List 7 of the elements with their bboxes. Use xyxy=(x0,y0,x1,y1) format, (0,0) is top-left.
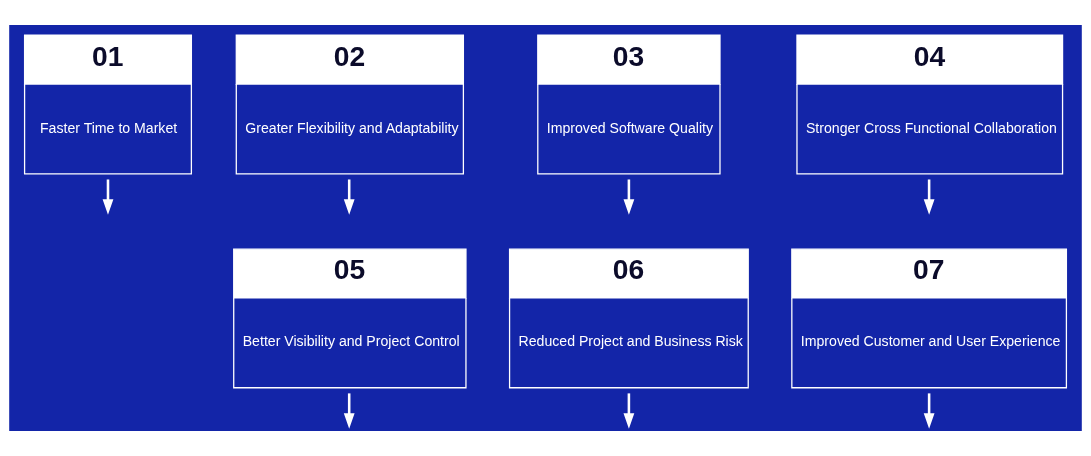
arrow xyxy=(343,179,355,215)
arrow xyxy=(102,179,114,215)
arrow xyxy=(623,393,635,429)
arrow xyxy=(923,393,935,429)
arrow xyxy=(343,393,355,429)
arrow xyxy=(623,179,635,215)
arrow xyxy=(923,179,935,215)
